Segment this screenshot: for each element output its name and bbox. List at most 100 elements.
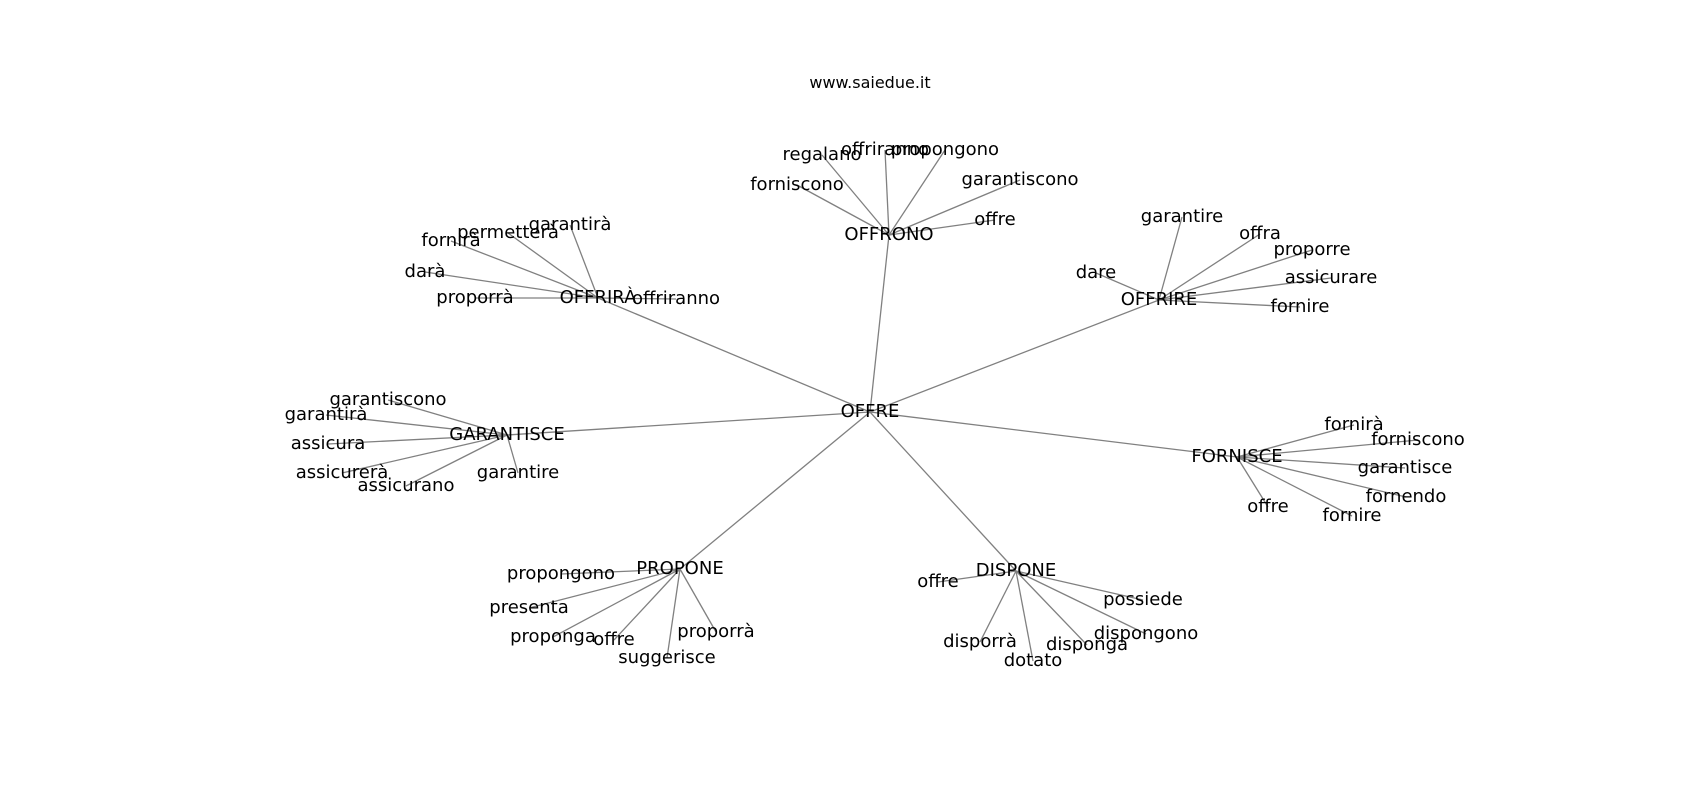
leaf-node-label: suggerisce [618, 647, 715, 668]
edge-hub-to-leaf [796, 184, 890, 236]
edge-hub-to-leaf [613, 568, 681, 641]
leaf-node-label: fornendo [1366, 486, 1447, 507]
edge-hub-to-leaf [327, 434, 508, 445]
edge-hub-to-leaf [888, 149, 946, 236]
root-node-label: OFFRE [841, 401, 900, 422]
edge-root-to-hub [506, 411, 871, 436]
edge-hub-to-leaf [1015, 570, 1088, 646]
edge-hub-to-leaf [506, 434, 519, 474]
leaf-node-label: garantirà [529, 214, 612, 235]
leaf-node-label: assicurano [358, 475, 455, 496]
edge-hub-to-leaf [569, 224, 599, 299]
leaf-node-label: offre [974, 209, 1016, 230]
leaf-node-label: proporrà [436, 287, 513, 308]
edge-hub-to-leaf [1158, 299, 1301, 308]
leaf-node-label: dare [1076, 262, 1117, 283]
leaf-node-label: fornirà [1324, 414, 1383, 435]
leaf-node-label: fornirà [421, 230, 480, 251]
edge-hub-to-leaf [679, 568, 717, 633]
edge-hub-to-leaf [507, 232, 599, 299]
leaf-node-label: permetterà [457, 222, 559, 243]
edge-hub-to-leaf [888, 219, 996, 236]
edge-hub-to-leaf [450, 240, 599, 299]
edge-hub-to-leaf [528, 568, 681, 609]
leaf-node-label: presenta [489, 597, 568, 618]
edge-hub-to-leaf [937, 570, 1017, 583]
leaf-node-label: dotato [1004, 650, 1063, 671]
leaf-node-label: fornire [1323, 505, 1382, 526]
edge-root-to-hub [869, 299, 1160, 413]
edge-hub-to-leaf [1015, 570, 1147, 635]
edge-hub-to-leaf [1158, 249, 1313, 301]
edge-hub-to-leaf [1236, 456, 1269, 508]
leaf-node-label: offre [1247, 496, 1289, 517]
leaf-node-label: assicurerà [296, 462, 389, 483]
edge-root-to-hub [679, 411, 871, 570]
edge-hub-to-leaf [666, 568, 681, 659]
leaf-node-label: darà [405, 261, 446, 282]
edge-hub-to-leaf [1158, 216, 1183, 301]
hub-node-label: OFFRONO [844, 224, 933, 245]
leaf-node-label: propongono [507, 563, 615, 584]
edge-hub-to-leaf [888, 179, 1021, 236]
labels-layer: OFFREregalanooffrirannopropongonofornisc… [285, 139, 1465, 671]
edge-root-to-hub [597, 297, 871, 413]
leaf-node-label: propongono [891, 139, 999, 160]
leaf-node-label: offriranno [841, 139, 929, 160]
leaf-node-label: forniscono [750, 174, 844, 195]
hub-node-label: FORNISCE [1191, 446, 1282, 467]
hub-node-label: PROPONE [636, 558, 723, 579]
leaf-node-label: proponga [510, 626, 596, 647]
leaf-node-label: garantisce [1358, 457, 1453, 478]
edge-hub-to-leaf [1236, 456, 1406, 469]
edge-hub-to-leaf [1158, 233, 1261, 301]
edge-hub-to-leaf [1236, 424, 1355, 458]
edges-layer [325, 149, 1419, 662]
leaf-node-label: garantire [1141, 206, 1223, 227]
leaf-node-label: garantire [477, 462, 559, 483]
hub-node-label: GARANTISCE [449, 424, 565, 445]
edge-hub-to-leaf [821, 154, 890, 236]
edge-hub-to-leaf [552, 568, 681, 638]
edge-hub-to-leaf [341, 434, 508, 474]
leaf-node-label: assicura [291, 433, 366, 454]
leaf-node-label: possiede [1103, 589, 1183, 610]
leaf-node-label: offre [917, 571, 959, 592]
leaf-node-label: proporrà [677, 621, 754, 642]
edge-hub-to-leaf [1236, 456, 1407, 498]
leaf-node-label: offra [1239, 223, 1281, 244]
edge-root-to-hub [869, 411, 1017, 572]
leaf-node-label: disporrà [943, 631, 1017, 652]
edge-hub-to-leaf [424, 271, 599, 299]
leaf-node-label: assicurare [1285, 267, 1378, 288]
leaf-node-label: garantiscono [329, 389, 446, 410]
edge-hub-to-leaf [884, 149, 890, 236]
edge-root-to-hub [869, 411, 1238, 458]
leaf-node-label: offre [593, 629, 635, 650]
hub-node-label: OFFRIRÀ [560, 286, 637, 308]
hub-node-label: OFFRIRE [1121, 289, 1198, 310]
edge-hub-to-leaf [1015, 570, 1144, 601]
hub-node-label: DISPONE [976, 560, 1056, 581]
edge-hub-to-leaf [979, 570, 1017, 643]
edge-hub-to-leaf [387, 399, 508, 436]
edge-hub-to-leaf [1236, 439, 1419, 458]
leaf-node-label: regalano [783, 144, 862, 165]
edge-hub-to-leaf [1095, 272, 1160, 301]
leaf-node-label: dispongono [1094, 623, 1199, 644]
leaf-node-label: forniscono [1371, 429, 1465, 450]
edge-hub-to-leaf [560, 568, 681, 575]
edge-hub-to-leaf [1236, 456, 1353, 517]
leaf-node-label: proporre [1273, 239, 1350, 260]
edge-hub-to-leaf [325, 414, 508, 436]
edge-root-to-hub [869, 234, 890, 413]
edge-hub-to-leaf [597, 297, 677, 300]
site-watermark: www.saiedue.it [809, 73, 930, 92]
leaf-node-label: offriranno [632, 288, 720, 309]
leaf-node-label: fornire [1271, 296, 1330, 317]
edge-hub-to-leaf [1015, 570, 1034, 662]
edge-hub-to-leaf [405, 434, 508, 487]
edge-hub-to-leaf [1158, 277, 1332, 301]
leaf-node-label: garantirà [285, 404, 368, 425]
